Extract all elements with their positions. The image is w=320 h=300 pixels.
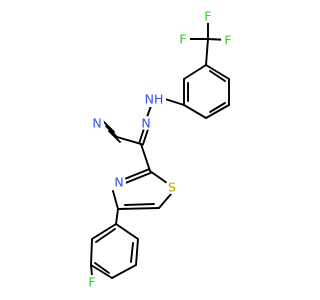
bond [117, 207, 160, 210]
svg-text:NH: NH [145, 92, 164, 107]
bond [95, 228, 116, 243]
bond-lines [90, 15, 230, 279]
bond [205, 38, 209, 66]
atom-n-nitrile: N [90, 116, 104, 131]
bond [138, 127, 146, 145]
bond [90, 264, 113, 279]
bond [158, 193, 172, 209]
svg-text:S: S [168, 180, 176, 195]
bond [116, 136, 142, 145]
svg-text:N: N [92, 116, 101, 131]
bond [90, 264, 93, 277]
bond [209, 70, 226, 82]
bond [141, 128, 149, 146]
atom-f-bottom: F [85, 275, 99, 290]
atom-n-hydrazone: N [139, 116, 153, 131]
svg-text:F: F [179, 32, 186, 47]
atom-f-top1: F [176, 32, 190, 47]
bond [164, 98, 185, 106]
bond [209, 102, 226, 113]
bond [205, 104, 230, 119]
bond [124, 171, 152, 184]
atom-s-thiazole: S [165, 180, 179, 195]
bond [115, 208, 119, 225]
bond [115, 223, 139, 240]
svg-text:N: N [114, 175, 123, 190]
molecule-diagram: F F F NH N N N S F [85, 8, 235, 290]
bond [94, 262, 110, 274]
svg-text:N: N [141, 116, 150, 131]
bond [111, 264, 137, 279]
atom-n-thiazole: N [112, 175, 126, 190]
bond [140, 143, 151, 172]
bond [108, 130, 121, 143]
bond [135, 238, 139, 266]
bond [205, 64, 230, 80]
bond [105, 125, 118, 138]
bond [130, 242, 134, 263]
atom-labels: F F F NH N N N S F [85, 9, 235, 290]
bond [102, 120, 115, 133]
bond [146, 105, 152, 118]
bond [123, 168, 151, 181]
bond [183, 104, 207, 119]
atom-f-top3: F [221, 33, 235, 48]
svg-text:F: F [224, 33, 231, 48]
bond [124, 203, 155, 206]
atom-nh: NH [142, 91, 166, 107]
svg-text:F: F [204, 9, 211, 24]
bond [112, 190, 119, 210]
bond [91, 223, 117, 240]
atom-f-top2: F [201, 9, 215, 24]
bond [149, 170, 168, 184]
bond [90, 238, 93, 266]
svg-text:F: F [88, 275, 95, 290]
bond [183, 64, 207, 80]
